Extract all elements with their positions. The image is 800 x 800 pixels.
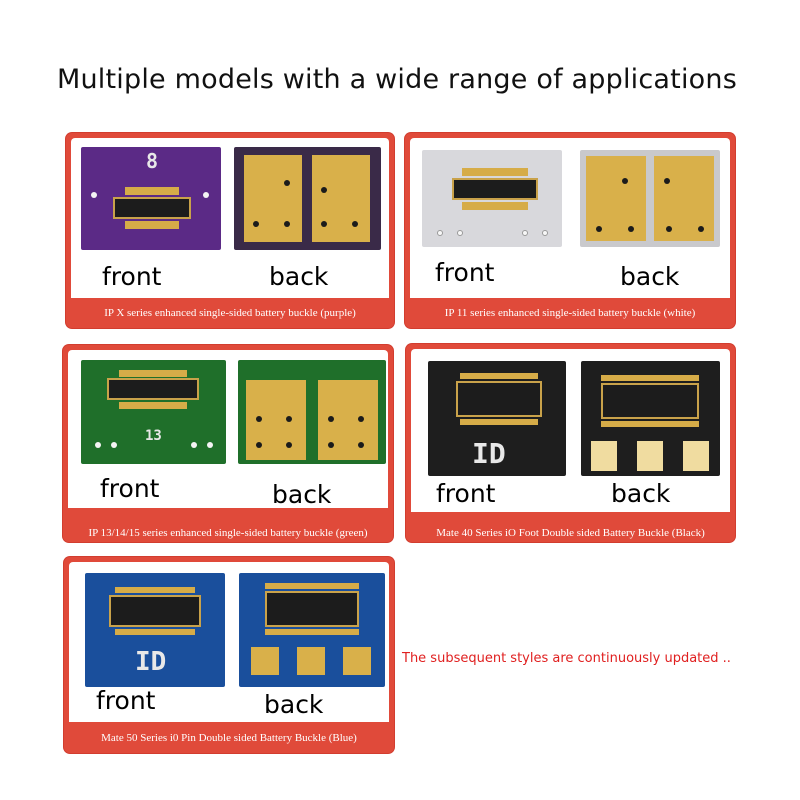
back-label: back [620,262,680,291]
product-card-purple: 8 front back IP X series enhanced single… [66,133,394,328]
back-board-image [580,150,720,247]
page-title: Multiple models with a wide range of app… [57,64,737,95]
front-label: front [436,479,496,508]
product-caption: Mate 50 Series i0 Pin Double sided Batte… [101,732,357,744]
front-board-image: 8 [81,147,221,250]
back-board-image [581,361,720,476]
back-board-image [239,573,385,687]
board-silkscreen: ID [135,647,167,677]
front-label: front [102,262,162,291]
front-board-image: ID [85,573,225,687]
update-note: The subsequent styles are continuously u… [402,651,731,666]
board-silkscreen: 8 [146,149,159,173]
front-board-image: ID [428,361,566,476]
back-board-image [234,147,381,250]
front-board-image: 13 [81,360,226,464]
front-label: front [435,258,495,287]
back-board-image [238,360,386,464]
back-label: back [264,690,324,719]
back-label: back [269,262,329,291]
product-caption: IP 11 series enhanced single-sided batte… [444,307,696,319]
front-label: front [100,474,160,503]
front-label: front [96,686,156,715]
product-caption: IP X series enhanced single-sided batter… [104,307,356,319]
product-card-blue: ID front back Mate 50 Series i0 Pin Doub… [64,557,394,753]
product-card-white: front back IP 11 series enhanced single-… [405,133,735,328]
back-label: back [272,480,332,509]
product-card-green: 13 front back IP 13/14/15 series enhance… [63,345,393,542]
product-card-black: ID front back Mate 40 Series iO Foot Dou… [406,344,735,542]
board-silkscreen: ID [472,437,506,470]
back-label: back [611,479,671,508]
front-board-image [422,150,562,247]
board-silkscreen: 13 [145,428,162,444]
product-caption: Mate 40 Series iO Foot Double sided Batt… [436,527,705,539]
product-caption: IP 13/14/15 series enhanced single-sided… [88,527,368,539]
